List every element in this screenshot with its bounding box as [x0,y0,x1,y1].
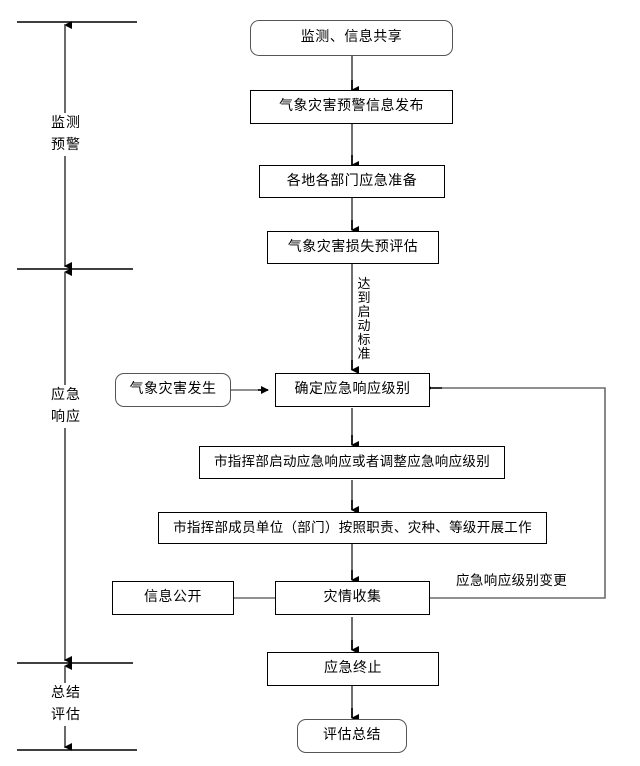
phase-label-summary-line2: 评估 [51,706,81,723]
edge-label-activation-criteria: 达 到 启 动 标 准 [357,277,371,363]
edge-level-change-feedback [430,387,606,599]
activation-char-1: 达 [357,277,371,292]
phase-label-response-line2: 响应 [51,408,81,425]
activation-char-5: 标 [357,333,371,349]
phase-label-monitoring: 监测 预警 [36,113,96,157]
node-dept-prepare[interactable]: 各地各部门应急准备 [259,165,445,198]
phase-label-response: 应急 响应 [36,385,96,429]
phase-label-monitoring-line1: 监测 [51,115,81,131]
phase-label-summary-line1: 总结 [51,685,81,701]
edge-label-level-change: 应急响应级别变更 [456,573,568,589]
node-determine-level[interactable]: 确定应急响应级别 [275,373,430,407]
node-disaster-occurs[interactable]: 气象灾害发生 [115,373,231,407]
node-loss-preassess[interactable]: 气象灾害损失预评估 [267,231,439,264]
activation-char-6: 准 [357,347,371,363]
side-connectors [231,389,275,599]
node-info-disclosure[interactable]: 信息公开 [112,581,234,615]
node-disaster-collect[interactable]: 灾情收集 [275,581,430,615]
activation-char-3: 启 [357,305,371,321]
activation-char-4: 动 [357,319,371,335]
phase-label-summary: 总结 评估 [36,683,96,727]
node-monitor-share[interactable]: 监测、信息共享 [250,20,453,56]
phase-label-response-line1: 应急 [51,387,81,403]
activation-char-2: 到 [357,291,371,307]
node-warning-release[interactable]: 气象灾害预警信息发布 [250,90,453,124]
phase-label-monitoring-line2: 预警 [51,136,81,153]
node-city-hq-start[interactable]: 市指挥部启动应急响应或者调整应急响应级别 [199,446,505,479]
node-assess-summary[interactable]: 评估总结 [297,719,407,753]
node-member-units-work[interactable]: 市指挥部成员单位（部门）按照职责、灾种、等级开展工作 [158,512,547,544]
node-emergency-end[interactable]: 应急终止 [267,652,439,686]
